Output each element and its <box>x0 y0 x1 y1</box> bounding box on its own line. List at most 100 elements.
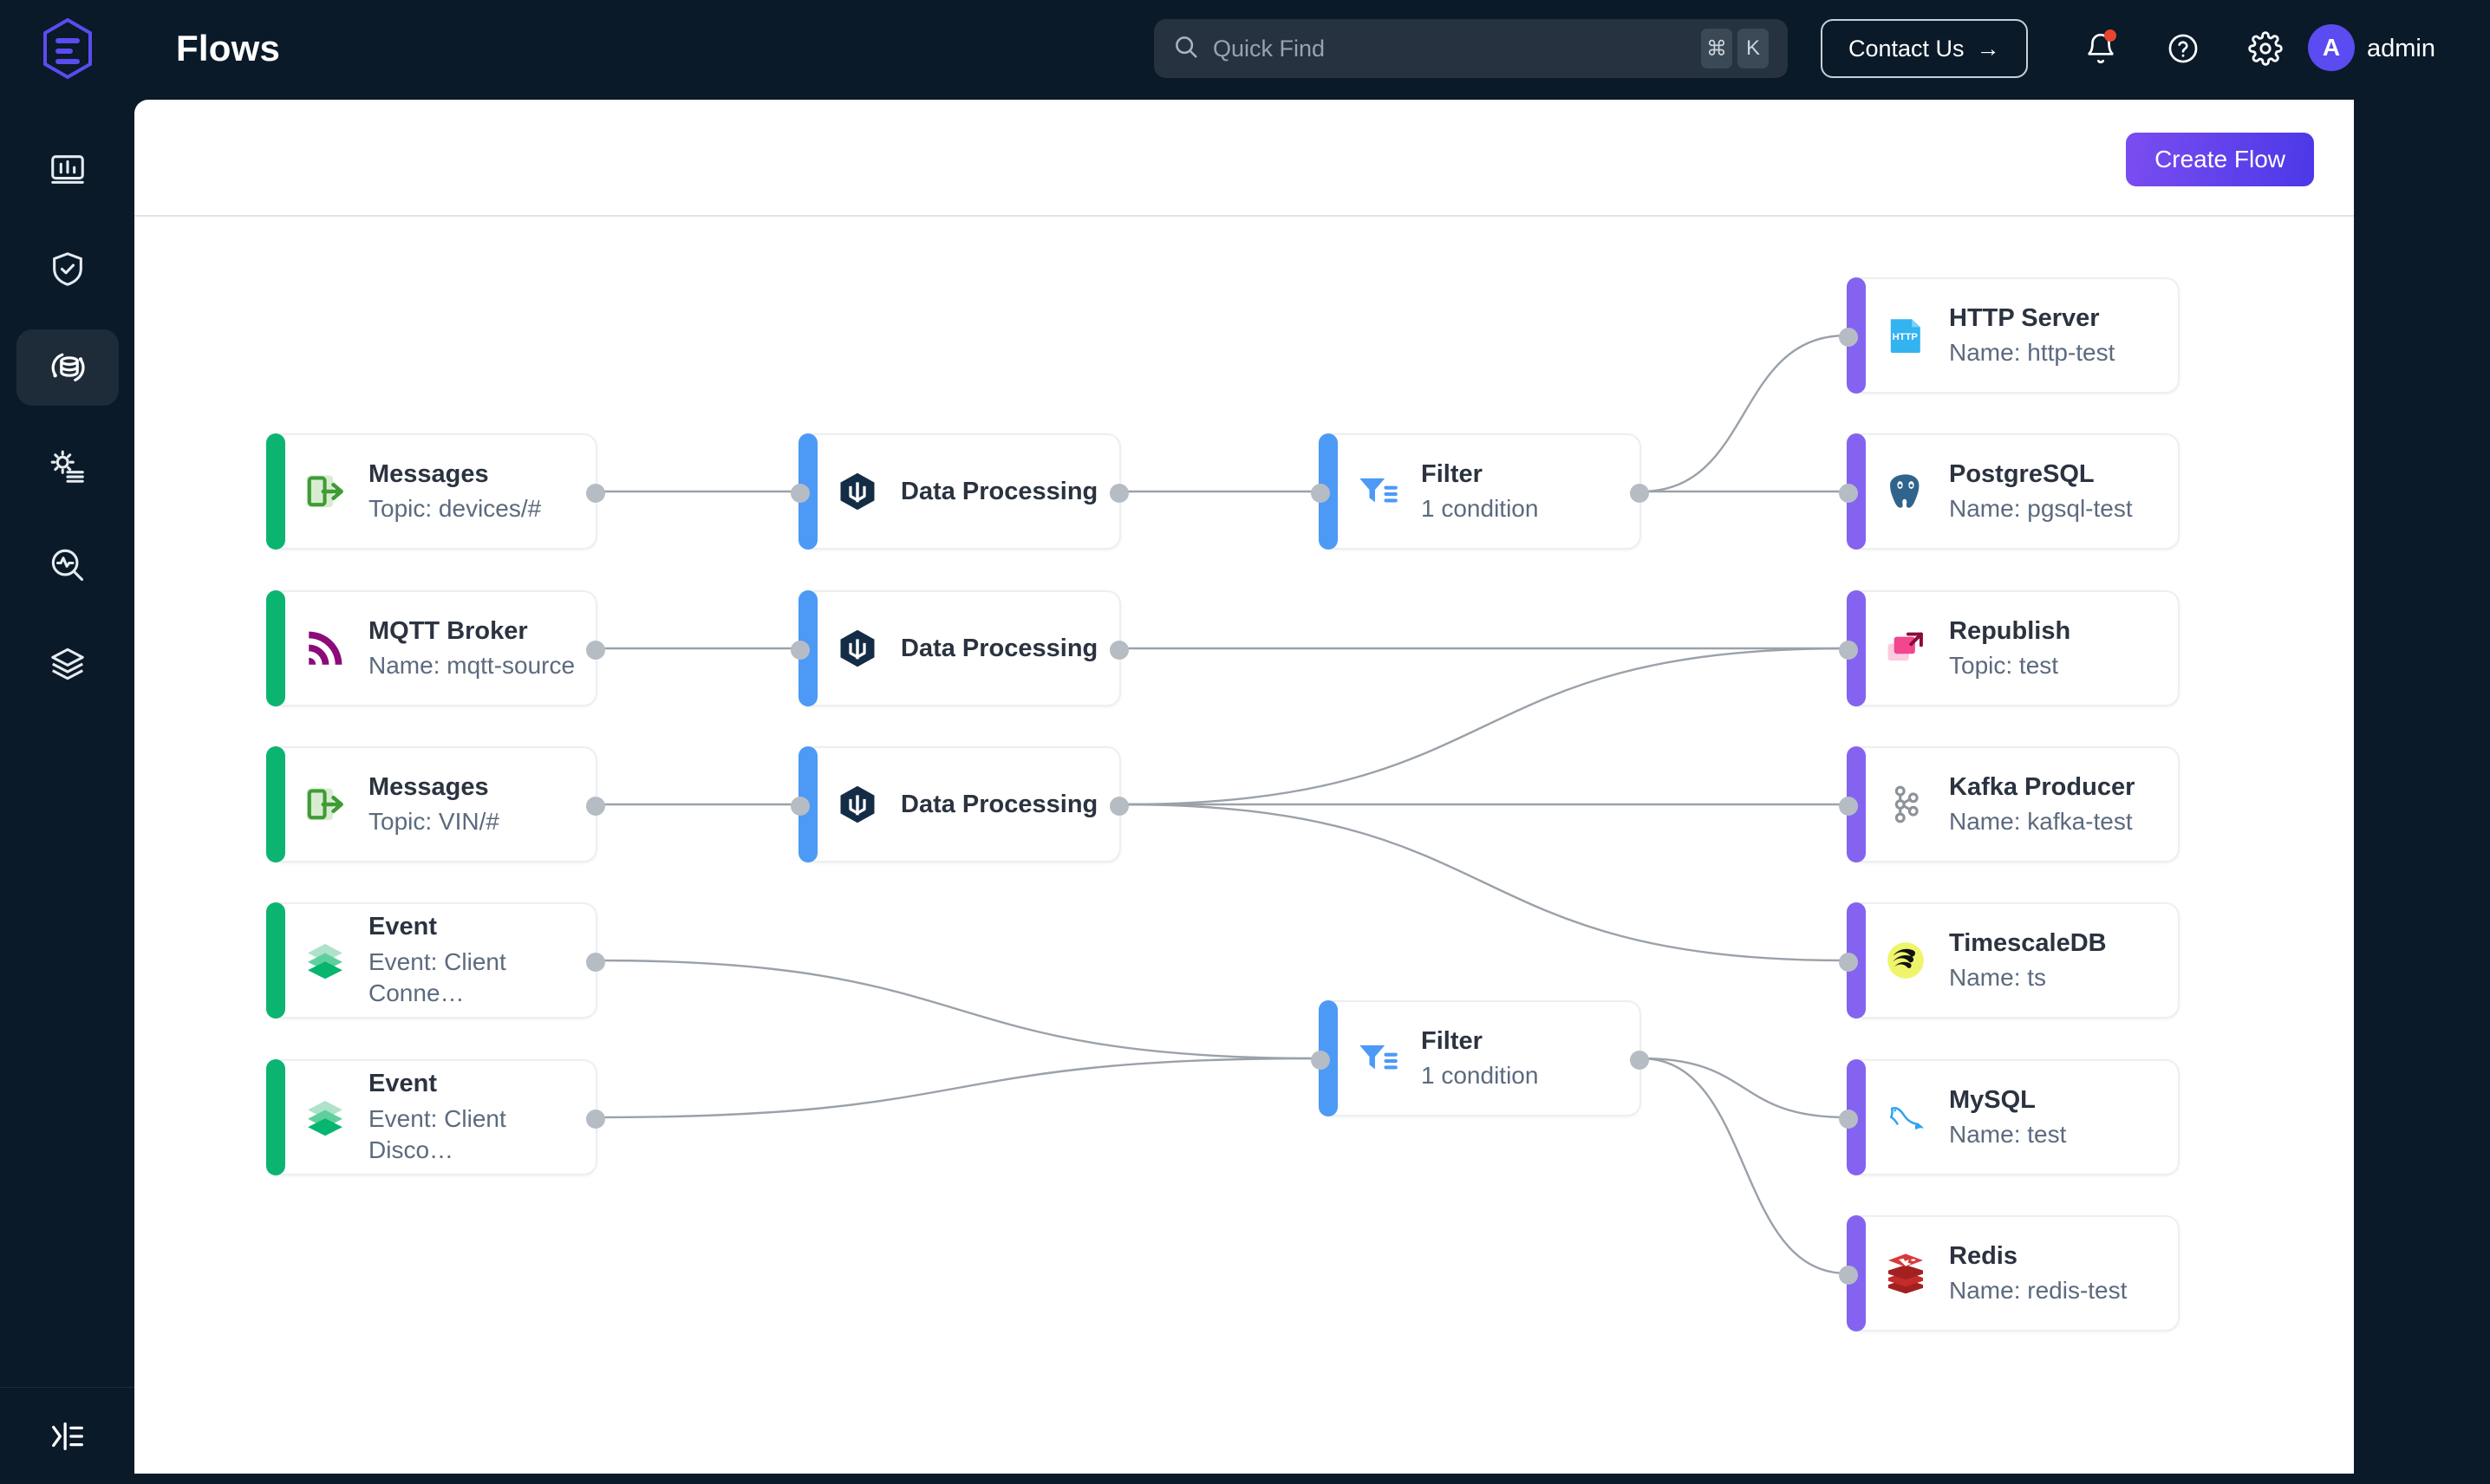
node-output-port[interactable] <box>586 953 605 972</box>
node-input-port[interactable] <box>791 797 810 816</box>
node-input-port[interactable] <box>1839 641 1858 660</box>
event-layers-icon <box>301 1093 349 1142</box>
contact-us-label: Contact Us <box>1848 35 1965 62</box>
flow-node-sink-postgres[interactable]: PostgreSQL Name: pgsql-test <box>1839 433 2180 550</box>
arrow-right-icon: → <box>1976 35 2000 62</box>
app-logo[interactable] <box>0 0 134 97</box>
contact-us-button[interactable]: Contact Us → <box>1821 19 2028 78</box>
flow-node-proc-2[interactable]: Data Processing <box>791 590 1129 706</box>
node-text: Data Processing <box>901 476 1098 507</box>
flow-node-proc-3[interactable]: Data Processing <box>791 746 1129 862</box>
node-text: Data Processing <box>901 633 1098 664</box>
quick-find-search[interactable]: ⌘ K <box>1154 19 1788 78</box>
node-subtitle: 1 condition <box>1421 1061 1539 1089</box>
node-output-port[interactable] <box>1630 484 1649 503</box>
node-output-port[interactable] <box>586 797 605 816</box>
sidebar-item-layers[interactable] <box>16 626 119 702</box>
sidebar-item-data-integration[interactable] <box>16 329 119 406</box>
sidebar <box>0 97 134 1484</box>
node-input-port[interactable] <box>791 641 810 660</box>
node-subtitle: Name: kafka-test <box>1949 807 2133 835</box>
node-title: Event <box>368 1070 437 1098</box>
node-output-port[interactable] <box>1110 484 1129 503</box>
node-output-port[interactable] <box>586 484 605 503</box>
filter-funnel-icon <box>1353 1034 1402 1083</box>
node-title: Kafka Producer <box>1949 772 2135 801</box>
diagnose-monitor-icon <box>51 549 83 582</box>
create-flow-button[interactable]: Create Flow <box>2126 133 2314 186</box>
shortcut-key-cmd: ⌘ <box>1701 29 1732 68</box>
cube-3d-icon <box>833 780 882 829</box>
postgresql-elephant-icon <box>1881 467 1930 516</box>
cube-3d-icon <box>833 467 882 516</box>
sidebar-item-configuration[interactable] <box>16 428 119 504</box>
node-title: Data Processing <box>901 790 1098 818</box>
event-layers-icon <box>301 936 349 985</box>
help-button[interactable] <box>2159 24 2207 73</box>
shortcut-key-k: K <box>1737 29 1769 68</box>
flow-node-proc-1[interactable]: Data Processing <box>791 433 1129 550</box>
layers-stack-icon <box>50 648 84 680</box>
node-input-port[interactable] <box>1839 1110 1858 1129</box>
node-subtitle: Topic: test <box>1949 651 2059 679</box>
node-accent-bar <box>266 433 285 550</box>
sidebar-item-dashboard[interactable] <box>16 132 119 208</box>
node-title: PostgreSQL <box>1949 459 2095 488</box>
sidebar-item-diagnose[interactable] <box>16 527 119 603</box>
node-title: Messages <box>368 772 489 801</box>
node-accent-bar <box>266 590 285 706</box>
node-input-port[interactable] <box>1839 953 1858 972</box>
search-input[interactable] <box>1213 35 1701 62</box>
node-output-port[interactable] <box>586 641 605 660</box>
settings-button[interactable] <box>2241 24 2290 73</box>
avatar[interactable]: A <box>2308 24 2355 71</box>
notification-badge <box>2104 29 2116 42</box>
node-title: Event <box>368 913 437 941</box>
node-input-port[interactable] <box>1839 328 1858 347</box>
node-subtitle: Event: Client Disco… <box>368 1104 506 1164</box>
expand-sidebar-icon <box>51 1422 83 1450</box>
sidebar-item-security[interactable] <box>16 231 119 307</box>
node-output-port[interactable] <box>1110 641 1129 660</box>
node-input-port[interactable] <box>791 484 810 503</box>
node-subtitle: Name: pgsql-test <box>1949 494 2133 522</box>
page-title: Flows <box>176 28 281 68</box>
node-input-port[interactable] <box>1311 1051 1330 1070</box>
node-text: PostgreSQL Name: pgsql-test <box>1949 459 2133 525</box>
node-input-port[interactable] <box>1839 484 1858 503</box>
node-input-port[interactable] <box>1839 797 1858 816</box>
notifications-button[interactable] <box>2076 24 2125 73</box>
node-output-port[interactable] <box>1110 797 1129 816</box>
node-title: MQTT Broker <box>368 616 528 645</box>
node-input-port[interactable] <box>1311 484 1330 503</box>
node-input-port[interactable] <box>1839 1266 1858 1285</box>
node-output-port[interactable] <box>586 1110 605 1129</box>
flow-edge <box>1640 1057 1848 1275</box>
node-output-port[interactable] <box>1630 1051 1649 1070</box>
panel-header: Create Flow <box>134 100 2354 217</box>
sidebar-collapse-toggle[interactable] <box>0 1387 134 1484</box>
hexagon-lines-logo-icon <box>42 17 92 80</box>
mysql-dolphin-icon <box>1881 1093 1930 1142</box>
http-file-icon: HTTP <box>1881 311 1930 360</box>
